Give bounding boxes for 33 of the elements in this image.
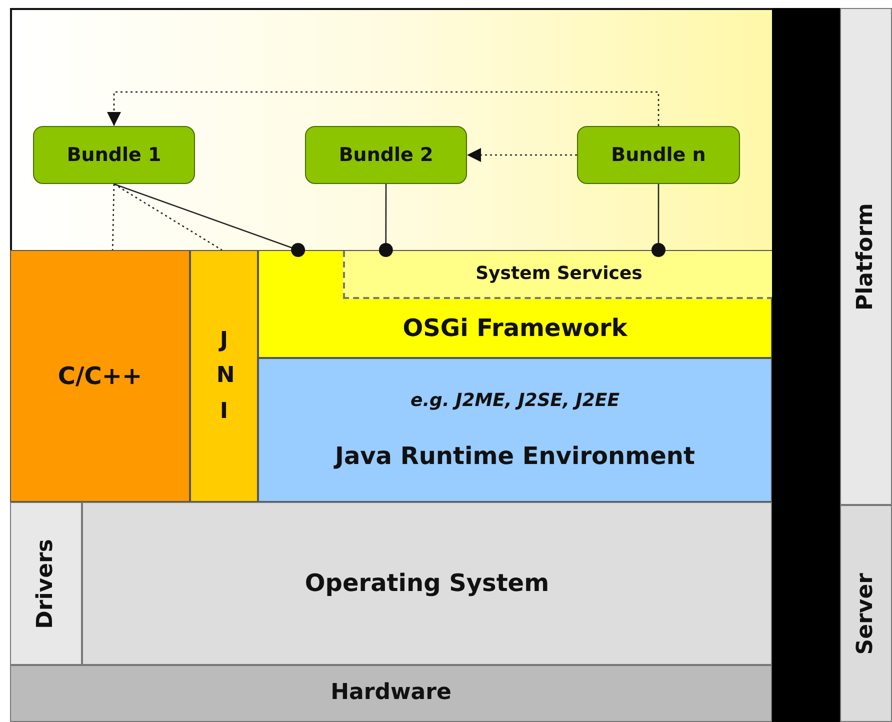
connector [378,184,393,257]
side-band [840,505,892,722]
arrow [467,148,577,162]
layer-label: Server [852,572,879,654]
side-band [840,8,892,505]
bundle-box [577,126,740,184]
layer-label: Bundle 2 [338,144,434,166]
divider-bar [772,8,840,722]
jni-layer [190,250,258,502]
connector [651,184,666,257]
layer-label: Bundle 1 [66,144,162,166]
example-text: e.g. J2ME, J2SE, J2EE [410,390,620,412]
drivers-layer [10,502,82,665]
bundle-box [305,126,467,184]
layer-label: Drivers [32,538,59,628]
os-layer [82,502,772,665]
layer-label: Bundle n [611,144,706,166]
arrow [107,91,660,126]
layer-label: System Services [476,263,642,285]
framework-layer [258,250,772,358]
layer-label: J N I [216,327,232,426]
hardware-layer [10,665,772,722]
runtime-layer [258,358,772,502]
layer-label: Operating System [304,569,550,598]
bundle-box [33,126,195,184]
layer-label: Java Runtime Environment [335,442,695,470]
layer-label: C/C++ [58,362,142,390]
services-area [343,251,773,299]
connector [114,183,306,257]
layer-label: Platform [852,202,879,310]
native-layer [10,250,190,502]
layer-label: Hardware [330,680,452,707]
layer-label: OSGi Framework [402,314,628,342]
